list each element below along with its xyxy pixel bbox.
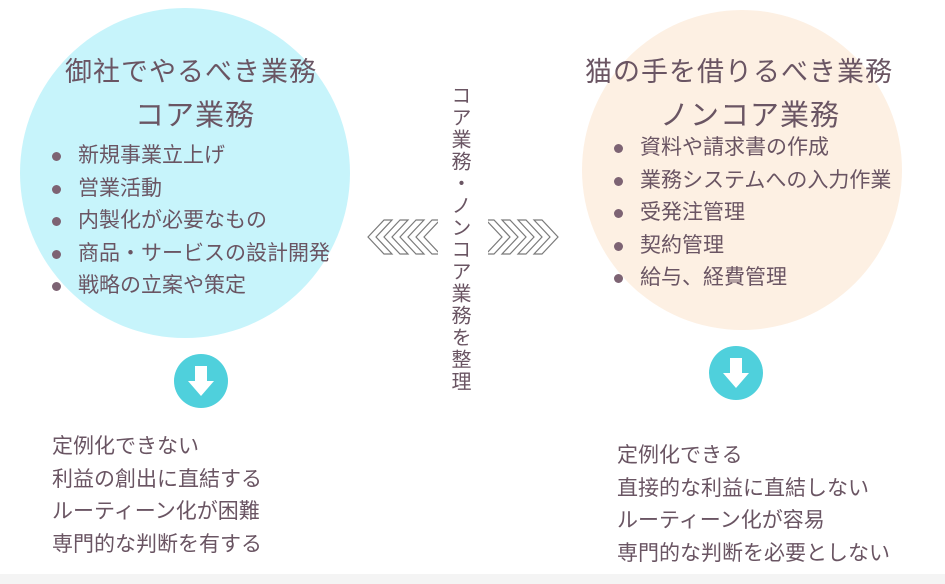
core-traits: 定例化できない 利益の創出に直結する ルーティーン化が困難 専門的な判断を有する	[52, 430, 262, 560]
non-core-subtitle: ノンコア業務	[660, 98, 841, 132]
list-item: 専門的な判断を有する	[52, 531, 262, 556]
list-item: 受発注管理	[614, 196, 891, 229]
list-item: 定例化できない	[52, 434, 199, 458]
list-item: 給与、経費管理	[614, 261, 891, 294]
non-core-traits: 定例化できる 直接的な利益に直結しない ルーティーン化が容易 専門的な判断を必要…	[617, 439, 890, 569]
list-item: 専門的な判断を必要としない	[617, 540, 890, 565]
chevrons-left-icon	[367, 219, 438, 255]
list-item: 内製化が必要なもの	[52, 204, 330, 237]
list-item: ルーティーン化が困難	[52, 499, 260, 523]
core-title: 御社でやるべき業務	[65, 57, 317, 88]
core-subtitle: コア業務	[135, 98, 256, 132]
non-core-title: 猫の手を借りるべき業務	[585, 57, 893, 88]
list-item: 資料や請求書の作成	[614, 131, 891, 164]
core-task-list: 新規事業立上げ 営業活動 内製化が必要なもの 商品・サービスの設計開発 戦略の立…	[52, 139, 330, 302]
non-core-circle	[582, 10, 902, 330]
list-item: 直接的な利益に直結しない	[617, 475, 869, 500]
arrow-down-circle-icon	[174, 354, 228, 408]
bottom-strip	[0, 574, 945, 584]
list-item: 契約管理	[614, 229, 891, 262]
non-core-task-list: 資料や請求書の作成 業務システムへの入力作業 受発注管理 契約管理 給与、経費管…	[614, 131, 891, 294]
list-item: 新規事業立上げ	[52, 139, 330, 172]
arrow-down-circle-icon	[709, 346, 763, 400]
list-item: 定例化できる	[617, 443, 743, 467]
list-item: 営業活動	[52, 172, 330, 205]
list-item: 利益の創出に直結する	[52, 466, 262, 491]
list-item: 業務システムへの入力作業	[614, 164, 891, 197]
core-circle	[20, 8, 350, 338]
list-item: 戦略の立案や策定	[52, 269, 330, 302]
list-item: ルーティーン化が容易	[617, 508, 825, 532]
center-vertical-label: コア業務・ノンコア業務を整理	[448, 85, 472, 393]
chevrons-right-icon	[488, 219, 559, 255]
list-item: 商品・サービスの設計開発	[52, 237, 330, 270]
